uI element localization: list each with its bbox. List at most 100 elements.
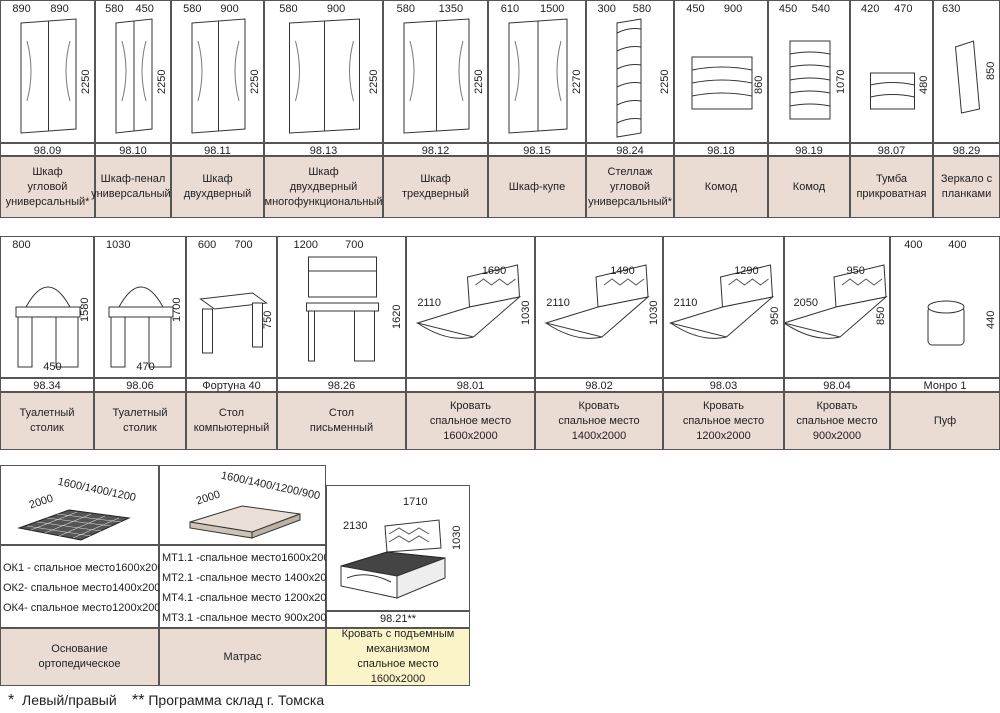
- spec-line: ОК2- спальное место1400x2000: [3, 582, 167, 594]
- bed-900-code: 98.04: [784, 378, 890, 392]
- spec-line: ОК4- спальное место1200x2000: [3, 602, 167, 614]
- two-door-wardrobe-label: Шкаф двухдверный: [171, 156, 264, 218]
- dim-height: 1030: [520, 300, 532, 326]
- footer-note-left: * Левый/правый: [8, 692, 117, 709]
- dim-width: 900: [220, 3, 239, 15]
- dim-width: 540: [811, 3, 830, 15]
- dim-length: 2110: [546, 296, 570, 309]
- spec-line: ОК1 - спальное место1600x2000: [3, 562, 170, 574]
- dim-depth: 300: [597, 3, 616, 15]
- dim-width: 1350: [438, 3, 464, 15]
- bed-1400-label: Кровать спальное место 1400x2000: [535, 392, 663, 450]
- dim-width: 950: [846, 265, 865, 278]
- dim-length: 2110: [673, 296, 698, 309]
- dim-height: 2250: [156, 69, 168, 94]
- tall-chest-of-drawers-code: 98.19: [768, 143, 850, 157]
- lift-bed-width-dim: 1710: [403, 496, 428, 508]
- writing-desk-code: 98.26: [277, 378, 406, 392]
- chest-of-drawers-code: 98.18: [674, 143, 768, 157]
- dim-width: 1490: [610, 265, 635, 278]
- corner-wardrobe-code: 98.09: [0, 143, 95, 157]
- dim-height: 2250: [659, 69, 671, 94]
- three-door-wardrobe-code: 98.12: [383, 143, 488, 157]
- bed-1600-code: 98.01: [406, 378, 535, 392]
- dim-width: 580: [632, 3, 652, 15]
- dim-height: 1700: [171, 297, 183, 323]
- tall-chest-of-drawers-label: Комод: [768, 156, 850, 218]
- computer-desk-label: Стол компьютерный: [186, 392, 277, 450]
- sliding-wardrobe-code: 98.15: [488, 143, 586, 157]
- dim-height: 2270: [571, 69, 583, 94]
- dim-height: 1030: [648, 300, 660, 326]
- two-door-wardrobe-code: 98.11: [171, 143, 264, 157]
- dim-depth: 630: [942, 3, 961, 15]
- spec-line: МТ2.1 -спальное место 1400x2000: [162, 572, 339, 584]
- dim-depth-2: 470: [136, 361, 155, 373]
- dim-width: 900: [723, 3, 743, 15]
- sliding-wardrobe-label: Шкаф-купе: [488, 156, 586, 218]
- dim-width: 1290: [734, 265, 759, 278]
- dim-length: 2050: [793, 296, 818, 309]
- dim-height: 2250: [249, 69, 261, 94]
- dim-width: 400: [948, 239, 967, 251]
- computer-desk-code: Фортуна 40: [186, 378, 277, 392]
- spec-line: МТ4.1 -спальное место 1200x2000: [162, 592, 339, 604]
- dim-depth-2: 450: [43, 361, 62, 373]
- three-door-wardrobe-label: Шкаф трехдверный: [383, 156, 488, 218]
- lift-bed-icon: [340, 519, 446, 599]
- dim-height: 1580: [79, 297, 91, 323]
- vanity-table-code: 98.34: [0, 378, 94, 392]
- writing-desk-label: Стол письменный: [277, 392, 406, 450]
- mattress-illustration-cell: 2000 1600/1400/1200/900: [159, 465, 326, 545]
- dim-height: 2250: [80, 69, 92, 94]
- corner-shelf-label: Стеллаж угловой универсальный*: [586, 156, 674, 218]
- dim-width: 700: [234, 239, 253, 251]
- pencil-case-wardrobe-label: Шкаф-пенал универсальный*: [91, 156, 175, 218]
- dim-width: 1690: [481, 265, 507, 278]
- lift-bed-label: Кровать с подъемным механизмом спальное …: [326, 628, 470, 686]
- bed-1400-illustration-cell: 1490 2110 1030: [535, 236, 663, 378]
- dim-height: 950: [769, 306, 781, 326]
- dim-depth: 580: [396, 3, 415, 15]
- dim-depth: 610: [500, 3, 520, 15]
- dim-depth: 1200: [293, 239, 318, 251]
- multifunction-wardrobe-code: 98.13: [264, 143, 383, 157]
- mirror-illustration-cell: 630 850: [933, 0, 1000, 143]
- dim-depth: 580: [105, 3, 124, 15]
- dim-depth: 420: [860, 3, 880, 15]
- lift-bed-illustration-cell: 1710 2130 1030: [326, 485, 470, 611]
- base-illustration-cell: 2000 1600/1400/1200: [0, 465, 159, 545]
- chest-of-drawers-label: Комод: [674, 156, 768, 218]
- multifunction-wardrobe-label: Шкаф двухдверный многофункциональный: [264, 156, 383, 218]
- bed-900-illustration-cell: 950 2050 850: [784, 236, 890, 378]
- dim-height: 850: [985, 61, 997, 80]
- spec-line: МТ1.1 -спальное место1600x2000: [162, 552, 336, 564]
- lift-bed-length-dim: 2130: [343, 520, 368, 532]
- dim-depth: 400: [904, 239, 923, 251]
- bed-1200-code: 98.03: [663, 378, 784, 392]
- dim-width: 900: [326, 3, 346, 15]
- vanity-table-label: Туалетный столик: [0, 392, 94, 450]
- vanity-table-large-code: 98.06: [94, 378, 186, 392]
- dim-height: 860: [753, 75, 765, 94]
- nightstand-label: Тумба прикроватная: [850, 156, 933, 218]
- dim-height: 850: [875, 306, 887, 326]
- dim-width: 700: [345, 239, 364, 251]
- dim-width: 470: [894, 3, 913, 15]
- mattress-label: Матрас: [159, 628, 326, 686]
- bed-1200-illustration-cell: 1290 2110 950: [663, 236, 784, 378]
- dim-depth: 800: [12, 239, 31, 251]
- mirror-label: Зеркало с планками: [933, 156, 1000, 218]
